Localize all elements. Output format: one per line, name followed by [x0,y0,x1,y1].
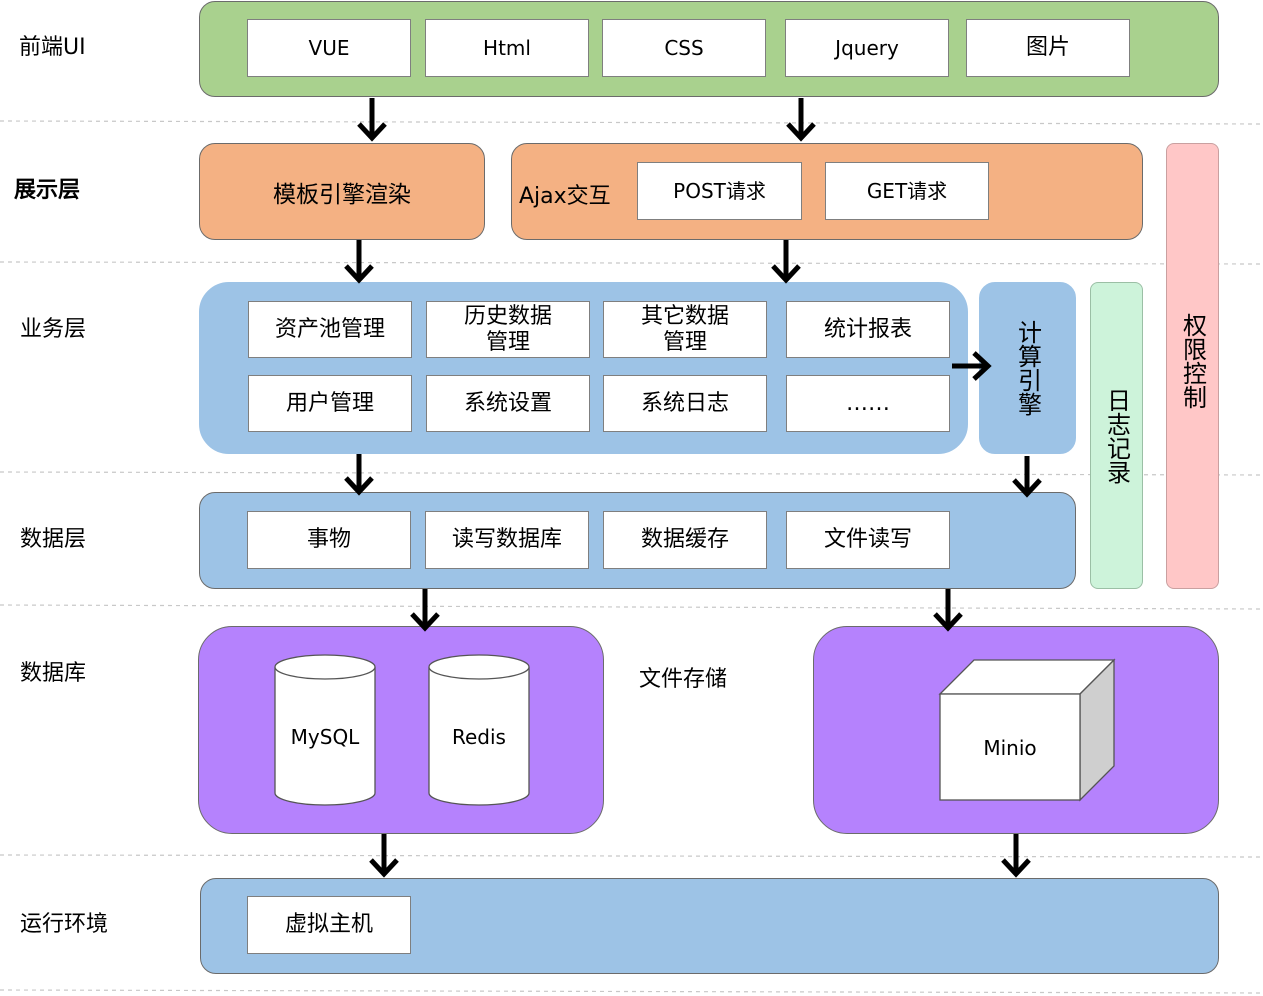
frontend-item-html: Html [425,19,589,77]
business-ellipsis: …… [786,375,950,432]
redis-label: Redis [452,725,506,749]
logging-panel [1090,282,1143,589]
compute-engine-panel [979,282,1076,454]
frontend-item-jquery: Jquery [785,19,949,77]
compute-engine-label: 计算引擎 [1013,320,1042,416]
arrow-file-storage-to-runtime [1001,834,1031,878]
business-system-settings: 系统设置 [426,375,590,432]
permission-label: 权限控制 [1178,313,1207,409]
arrow-database-to-runtime [369,834,399,878]
row-label-presentation: 展示层 [14,178,81,203]
ajax-label: Ajax交互 [519,184,611,209]
frontend-item-vue: VUE [247,19,411,77]
row-label-data: 数据层 [20,527,87,552]
business-asset-pool: 资产池管理 [248,301,412,358]
logging-label: 日志记录 [1102,387,1131,484]
template-render-panel: 模板引擎渲染 [199,143,485,240]
arrow-ajax-to-business [771,240,801,284]
database-panel [198,626,604,834]
arrow-compute-to-data [1012,456,1042,498]
arrow-template-to-business [344,240,374,284]
arrow-frontend-to-template [357,98,387,142]
mysql-label: MySQL [290,725,360,749]
data-read-write-db: 读写数据库 [425,511,589,569]
row-label-business: 业务层 [20,317,87,342]
business-statistics: 统计报表 [786,301,950,358]
row-label-database: 数据库 [20,661,87,686]
permission-panel [1166,143,1219,589]
runtime-vm: 虚拟主机 [247,896,411,954]
business-user-mgmt: 用户管理 [248,375,412,432]
arrow-data-to-database [410,589,440,632]
business-history-data: 历史数据 管理 [426,301,590,358]
row-label-runtime: 运行环境 [20,912,109,937]
arrow-business-to-data [344,454,374,496]
minio-label: Minio [983,736,1037,760]
file-storage-panel [813,626,1219,834]
arrow-frontend-to-ajax [786,98,816,142]
get-request-box: GET请求 [825,162,989,220]
arrow-data-to-file-storage [933,589,963,632]
data-file-rw: 文件读写 [786,511,950,569]
data-cache: 数据缓存 [603,511,767,569]
business-other-data: 其它数据 管理 [603,301,767,358]
business-system-log: 系统日志 [603,375,767,432]
post-request-box: POST请求 [637,162,802,220]
frontend-item-css: CSS [602,19,766,77]
row-label-frontend: 前端UI [19,35,86,60]
frontend-item-images: 图片 [966,19,1130,77]
data-transaction: 事物 [247,511,411,569]
template-render-label: 模板引擎渲染 [273,181,411,208]
file-storage-label: 文件存储 [639,667,728,692]
